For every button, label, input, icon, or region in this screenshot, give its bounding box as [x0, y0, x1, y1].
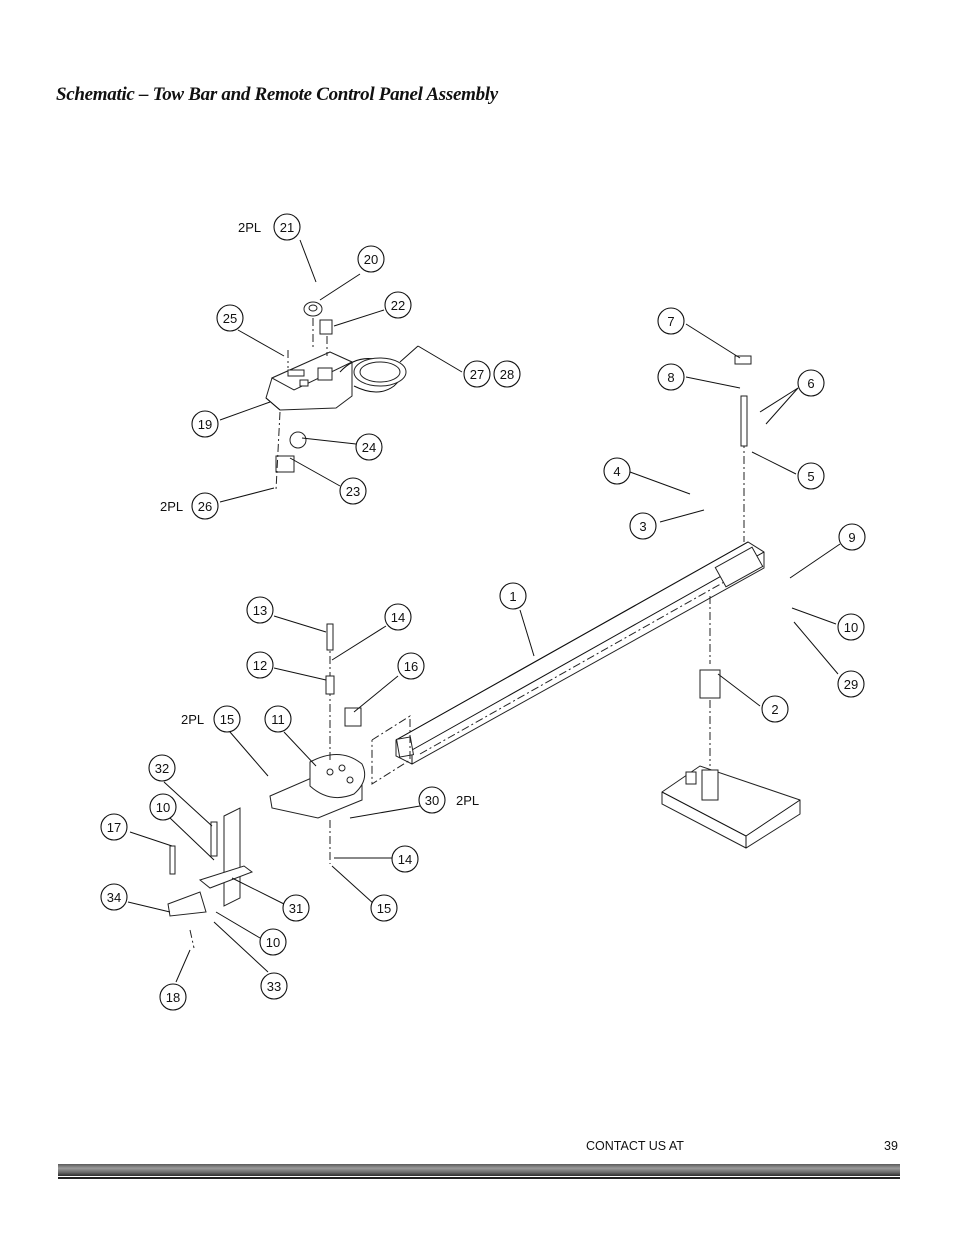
callout-8-label: 8	[667, 370, 674, 385]
callout-14a-label: 14	[391, 610, 405, 625]
callout-24-label: 24	[362, 440, 376, 455]
callout-21-label: 21	[280, 220, 294, 235]
callout-5-circle	[797, 462, 825, 490]
callout-23-label: 23	[346, 484, 360, 499]
callout-15b-circle	[370, 894, 398, 922]
callout-note-30: 2PL	[456, 793, 479, 808]
callout-29-circle	[837, 670, 865, 698]
control-panel-box	[265, 345, 419, 411]
callout-31-circle	[282, 894, 310, 922]
callout-13-circle	[246, 596, 274, 624]
callout-7-label: 7	[667, 314, 674, 329]
callout-32-circle	[148, 754, 176, 782]
callout-18-label: 18	[166, 990, 180, 1005]
callout-22-label: 22	[391, 298, 405, 313]
callout-28-circle	[493, 360, 521, 388]
callout-34-circle	[100, 883, 128, 911]
callout-10a-label: 10	[844, 620, 858, 635]
callout-14b-circle	[391, 845, 419, 873]
callout-15a-circle	[213, 705, 241, 733]
callout-13-label: 13	[253, 603, 267, 618]
callout-7-circle	[657, 307, 685, 335]
leader-lines	[127, 239, 841, 983]
callout-11-circle	[264, 705, 292, 733]
callout-19-circle	[191, 410, 219, 438]
callout-3-label: 3	[639, 519, 646, 534]
callout-6-circle	[797, 369, 825, 397]
callout-14a-circle	[384, 603, 412, 631]
callout-balloons: 2PL 21 20 22 25 27 28 19 24 23 2PL 26 7 …	[100, 213, 866, 1011]
callout-26-circle	[191, 492, 219, 520]
callout-19-label: 19	[198, 417, 212, 432]
callout-33-circle	[260, 972, 288, 1000]
receiver-plate	[661, 355, 801, 849]
callout-9-circle	[838, 523, 866, 551]
callout-5-label: 5	[807, 469, 814, 484]
control-panel-parts	[275, 301, 333, 491]
callout-9-label: 9	[848, 530, 855, 545]
callout-8-circle	[657, 363, 685, 391]
callout-1-label: 1	[509, 589, 516, 604]
callout-25-label: 25	[223, 311, 237, 326]
callout-14b-label: 14	[398, 852, 412, 867]
callout-4-circle	[603, 457, 631, 485]
hinge-bracket-assembly	[167, 623, 411, 949]
callout-15b-label: 15	[377, 901, 391, 916]
callout-12-label: 12	[253, 658, 267, 673]
callout-32-label: 32	[155, 761, 169, 776]
callout-20-circle	[357, 245, 385, 273]
callout-11-label: 11	[271, 712, 285, 727]
callout-17-circle	[100, 813, 128, 841]
callout-3-circle	[629, 512, 657, 540]
callout-31-label: 31	[289, 901, 303, 916]
callout-16-circle	[397, 652, 425, 680]
callout-34-label: 34	[107, 890, 121, 905]
callout-10b-label: 10	[156, 800, 170, 815]
footer-contact-text: CONTACT US AT	[586, 1139, 684, 1153]
callout-note-15: 2PL	[181, 712, 204, 727]
callout-25-circle	[216, 304, 244, 332]
footer-divider-bar	[58, 1164, 900, 1176]
callout-1-circle	[499, 582, 527, 610]
page-title: Schematic – Tow Bar and Remote Control P…	[56, 84, 498, 105]
callout-27-circle	[463, 360, 491, 388]
callout-note-26: 2PL	[160, 499, 183, 514]
callout-2-circle	[761, 695, 789, 723]
callout-6-label: 6	[807, 376, 814, 391]
callout-29-label: 29	[844, 677, 858, 692]
callout-15a-label: 15	[220, 712, 234, 727]
page-number: 39	[884, 1139, 898, 1153]
callout-10b-circle	[149, 793, 177, 821]
callout-26-label: 26	[198, 499, 212, 514]
callout-28-label: 28	[500, 367, 514, 382]
callout-2-label: 2	[771, 702, 778, 717]
callout-10a-circle	[837, 613, 865, 641]
callout-30-circle	[418, 786, 446, 814]
footer-divider-line	[58, 1177, 900, 1179]
callout-33-label: 33	[267, 979, 281, 994]
callout-10c-circle	[259, 928, 287, 956]
callout-note-21: 2PL	[238, 220, 261, 235]
callout-4-label: 4	[613, 464, 620, 479]
callout-22-circle	[384, 291, 412, 319]
tow-bar-beam	[395, 541, 765, 765]
callout-20-label: 20	[364, 252, 378, 267]
callout-30-label: 30	[425, 793, 439, 808]
callout-18-circle	[159, 983, 187, 1011]
callout-23-circle	[339, 477, 367, 505]
callout-24-circle	[355, 433, 383, 461]
callout-17-label: 17	[107, 820, 121, 835]
callout-27-label: 27	[470, 367, 484, 382]
callout-16-label: 16	[404, 659, 418, 674]
callout-12-circle	[246, 651, 274, 679]
callout-10c-label: 10	[266, 935, 280, 950]
callout-21-circle	[273, 213, 301, 241]
